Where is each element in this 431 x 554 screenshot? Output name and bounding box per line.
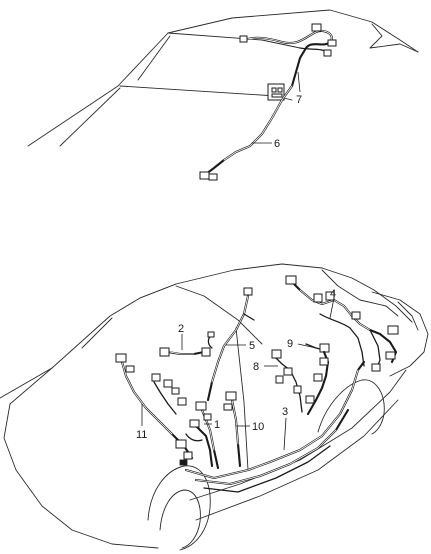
lower-car-body-outline (0, 263, 429, 551)
callout-label-10: 10 (252, 421, 264, 433)
callout-label-9: 9 (287, 338, 293, 350)
callout-label-7: 7 (296, 94, 302, 106)
callout-label-2: 2 (178, 323, 184, 335)
harness-6 (199, 84, 294, 181)
harness-3-floor (184, 360, 366, 493)
callout-2: 2 (178, 323, 184, 350)
callout-label-3: 3 (282, 406, 288, 418)
harness-10 (195, 391, 242, 470)
harness-8 (271, 349, 303, 413)
callout-5: 5 (226, 340, 255, 352)
harness-1 (185, 419, 214, 468)
harness-4 (285, 275, 399, 372)
callout-4: 4 (329, 288, 336, 319)
callout-label-1: 1 (214, 419, 220, 431)
callout-1: 1 (204, 419, 220, 431)
callout-label-6: 6 (274, 138, 280, 150)
callout-label-4: 4 (330, 288, 336, 300)
callout-6: 6 (252, 138, 280, 150)
harness-2 (159, 347, 211, 357)
upper-car-body-outline (27, 9, 419, 147)
callout-7: 7 (296, 71, 302, 106)
harness-7-upper (239, 23, 337, 88)
callout-label-5: 5 (249, 340, 255, 352)
callout-9: 9 (287, 338, 317, 350)
harness-5 (206, 287, 255, 402)
callout-label-8: 8 (253, 361, 259, 373)
harness-9 (305, 343, 330, 416)
callout-label-11: 11 (136, 429, 147, 441)
callout-3: 3 (282, 406, 288, 451)
harness-11 (115, 353, 194, 466)
callout-8: 8 (253, 361, 278, 373)
callout-11: 11 (136, 404, 147, 441)
relay-block (267, 83, 285, 101)
callout-10: 10 (236, 421, 264, 433)
